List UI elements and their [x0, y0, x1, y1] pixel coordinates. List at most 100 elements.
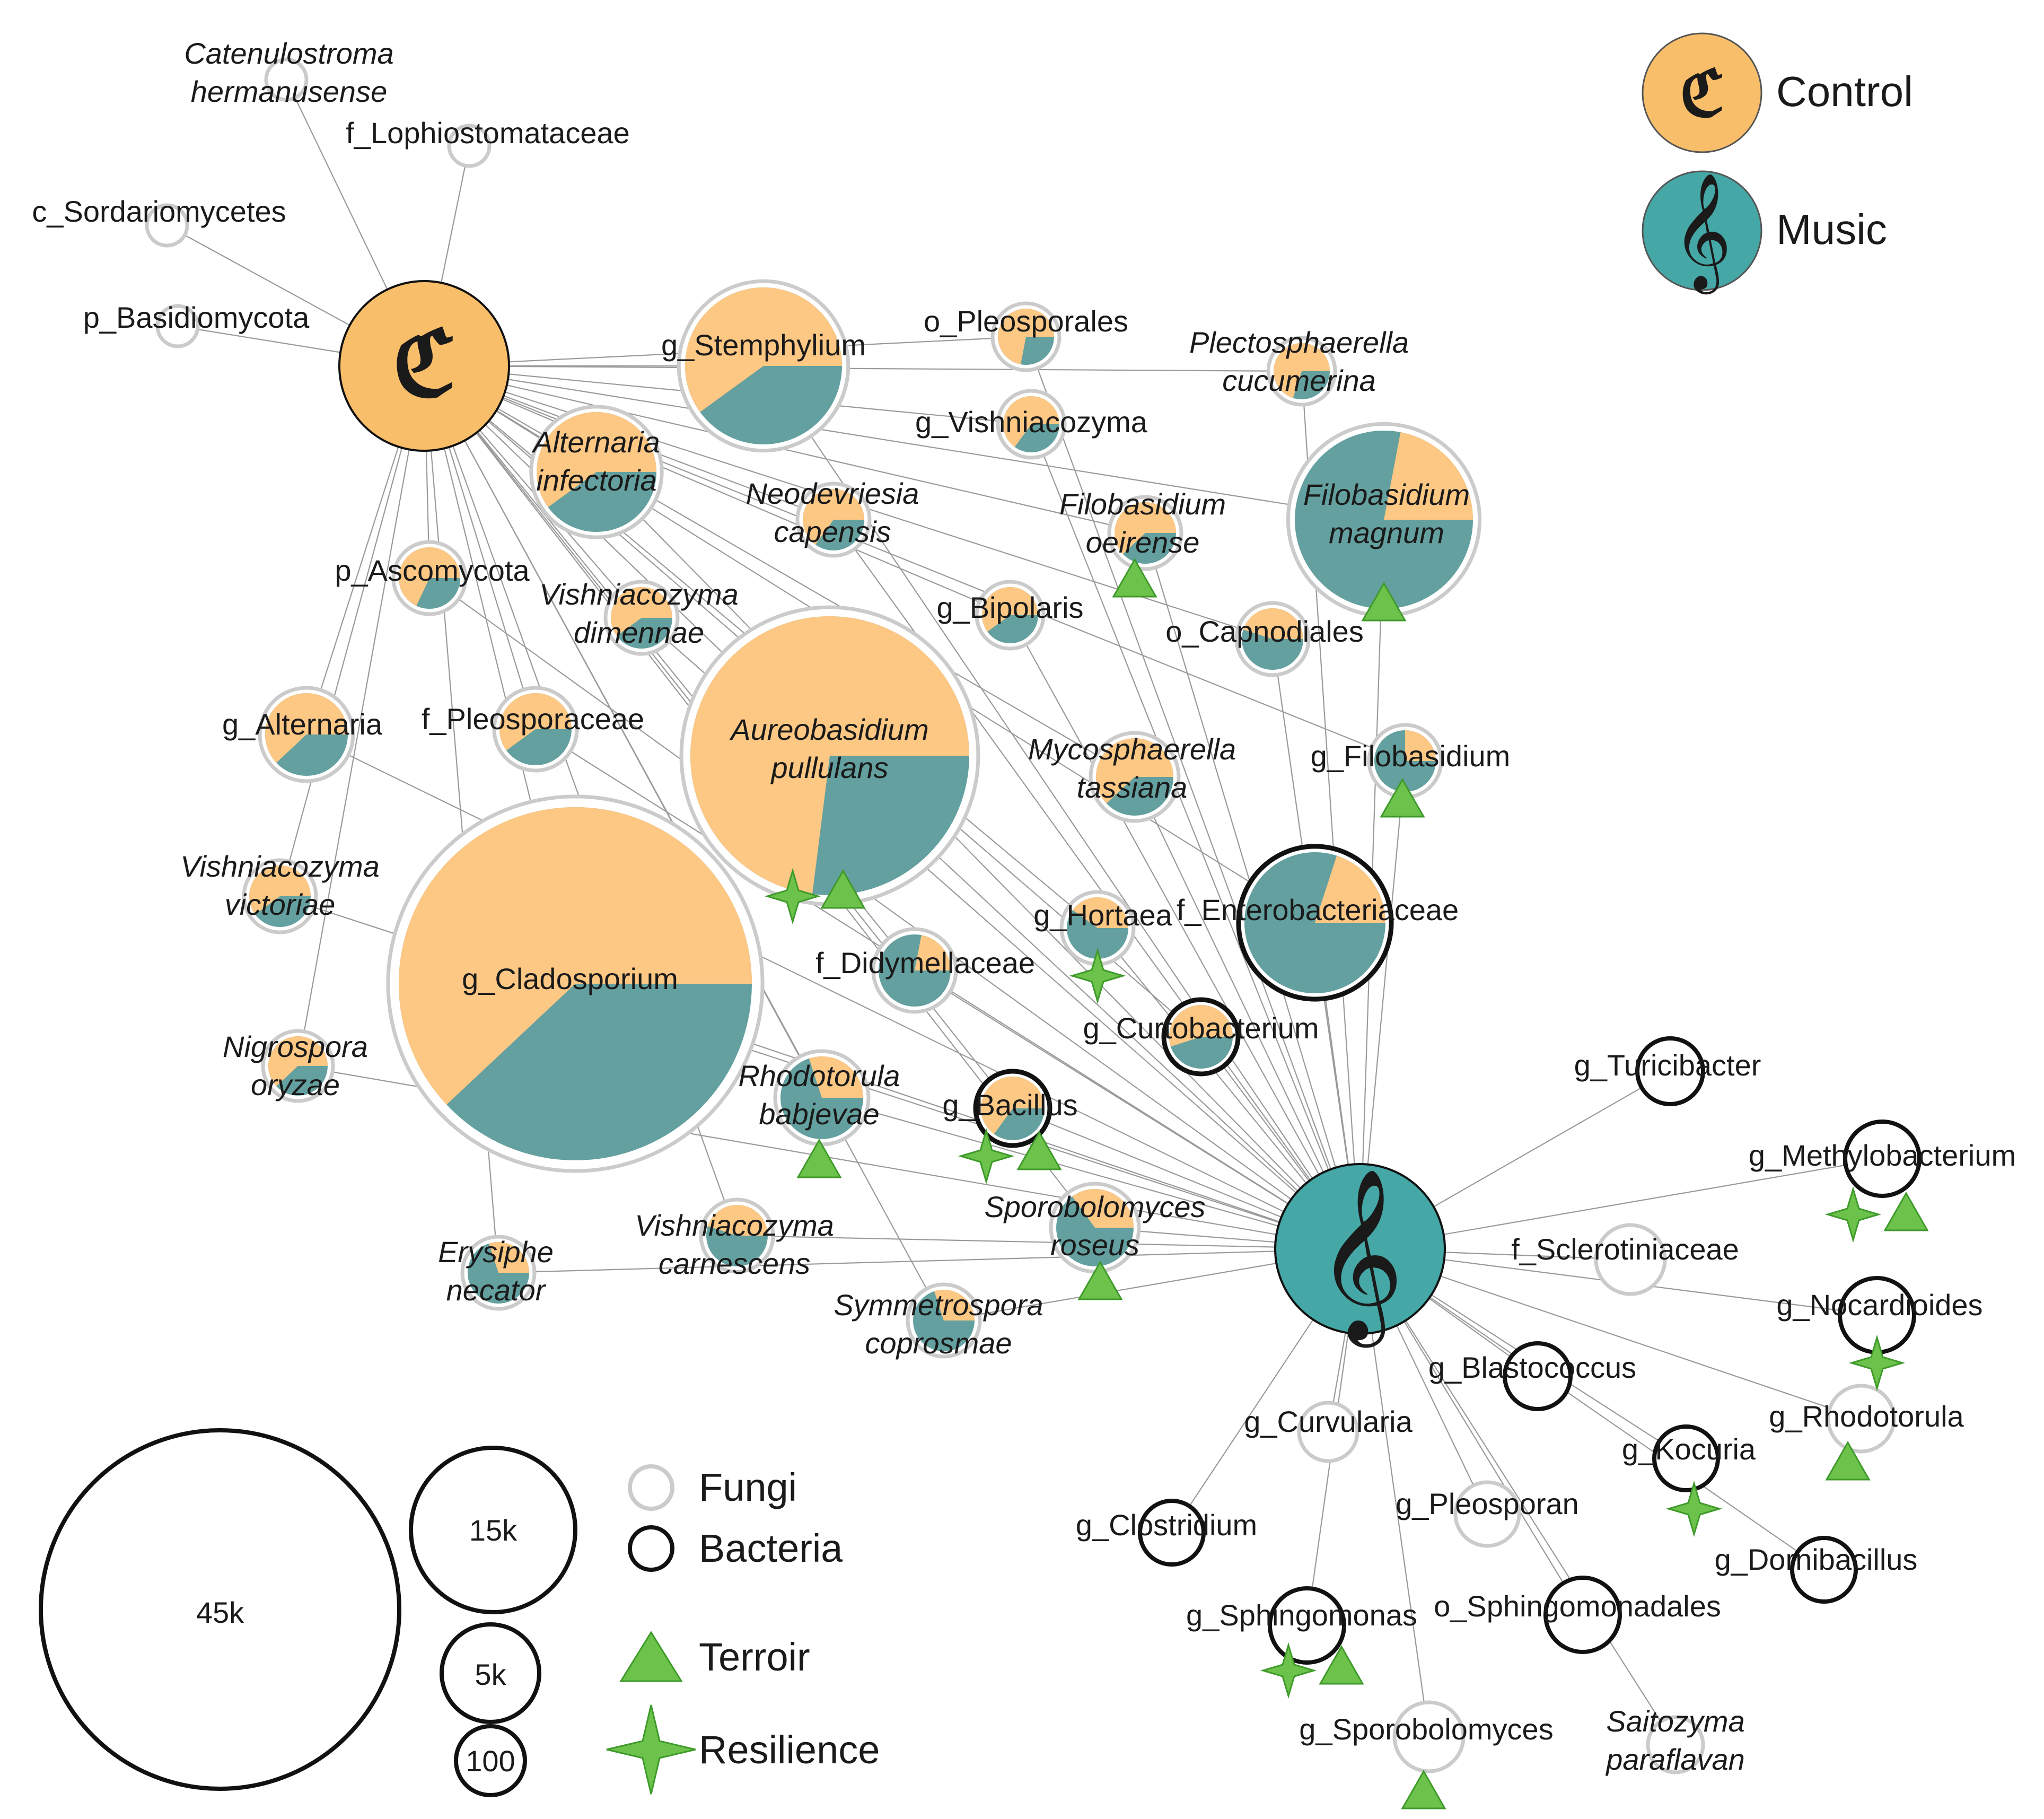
edge-music-p-ascomycota — [429, 578, 1361, 1249]
node-f-sclerotiniaceae — [1594, 1223, 1667, 1296]
label-line: Vishniacozyma — [180, 850, 380, 883]
node-ring — [1652, 1424, 1720, 1492]
label-g-pleosporan: g_Pleosporan — [1396, 1487, 1579, 1520]
label-line: capensis — [774, 515, 891, 548]
control-share-slice — [809, 1056, 863, 1098]
node-ring — [1826, 1384, 1896, 1454]
label-g-stemphylium: g_Stemphylium — [661, 328, 866, 362]
control-share-slice — [268, 1036, 328, 1087]
edge-music-erysiphe-necator — [498, 1248, 1361, 1274]
node-sporobolomyces-roseus — [1049, 1182, 1141, 1274]
label-line: hermanusense — [191, 75, 387, 108]
control-share-slice — [1274, 343, 1330, 398]
control-share-slice — [1384, 432, 1473, 520]
terroir-triangle-icon — [1319, 1645, 1364, 1685]
control-share-slice — [1073, 897, 1128, 928]
label-line: g_Pleosporan — [1396, 1487, 1579, 1520]
edge-layer — [166, 79, 1883, 1745]
resilience-star-icon — [1824, 1186, 1882, 1243]
label-g-sporobolomyces: g_Sporobolomyces — [1299, 1712, 1553, 1746]
label-g-curtobacterium: g_Curtobacterium — [1083, 1011, 1319, 1045]
control-share-slice — [981, 1077, 1045, 1134]
control-share-slice — [1315, 855, 1385, 923]
node-c-sordariomycetes — [145, 203, 189, 248]
label-line: tassiana — [1077, 771, 1188, 804]
label-line: victoriae — [225, 888, 336, 921]
label-p-ascomycota: p_Ascomycota — [335, 554, 530, 587]
edge-control-g-bipolaris — [424, 365, 1011, 616]
resilience-legend-label: Resilience — [699, 1728, 880, 1772]
node-vishniacozyma-dimennae — [603, 580, 680, 656]
node-g-pleosporan — [1453, 1480, 1521, 1548]
label-g-sphingomonas: g_Sphingomonas — [1186, 1598, 1417, 1632]
control-hub: ℭ — [338, 280, 510, 452]
star-legend-icon — [606, 1704, 696, 1795]
legend-control-symbol: ℭ — [1680, 56, 1724, 131]
control-share-slice — [611, 587, 672, 636]
label-line: Saitozyma — [1606, 1704, 1744, 1738]
label-line: g_Clostridium — [1076, 1508, 1257, 1542]
node-f-enterobacteriaceae — [1236, 844, 1394, 1002]
label-line: p_Ascomycota — [335, 554, 530, 587]
node-ring — [145, 203, 189, 248]
control-share-slice — [1169, 1005, 1233, 1047]
label-line: g_Turicibacter — [1574, 1048, 1761, 1082]
control-share-slice — [536, 412, 656, 508]
node-ring — [1843, 1120, 1922, 1198]
edge-music-f-didymellaceae — [914, 970, 1361, 1249]
node-o-pleosporales — [990, 301, 1062, 372]
label-g-nocardioides: g_Nocardioides — [1776, 1288, 1982, 1322]
edge-music-alternaria-infectoria — [596, 471, 1361, 1249]
terroir-triangle-icon — [1380, 777, 1425, 818]
edge-music-g-methylobacterium — [1359, 1158, 1883, 1250]
label-line: g_Curtobacterium — [1083, 1011, 1319, 1045]
node-vishniacozyma-victoriae — [242, 858, 318, 934]
control-share-slice — [707, 1205, 768, 1236]
type-legend: Fungi Bacteria Terroir Resilience — [606, 1464, 880, 1795]
size-legend-label-100: 100 — [466, 1744, 515, 1778]
label-line: dimennae — [574, 616, 704, 649]
label-line: Filobasidium — [1303, 478, 1470, 511]
terroir-triangle-icon — [820, 869, 866, 909]
node-ring — [1453, 1480, 1521, 1548]
control-share-slice — [265, 693, 348, 763]
label-line: Filobasidium — [1059, 487, 1226, 521]
node-ring — [1646, 1715, 1705, 1774]
node-g-kocuria — [1652, 1424, 1720, 1492]
label-line: Catenulostroma — [184, 37, 393, 70]
label-line: g_Stemphylium — [661, 328, 866, 362]
terroir-triangle-icon — [1361, 581, 1407, 622]
control-share-slice — [915, 935, 951, 970]
node-f-didymellaceae — [871, 927, 958, 1014]
label-vishniacozyma-dimennae: Vishniacozyma dimennae — [539, 578, 739, 649]
label-g-vishniacozyma: g_Vishniacozyma — [915, 405, 1148, 439]
label-f-sclerotiniaceae: f_Sclerotiniaceae — [1511, 1232, 1739, 1266]
control-share-slice — [1243, 608, 1303, 639]
label-line: g_Filobasidium — [1311, 739, 1511, 773]
control-share-slice — [1405, 730, 1436, 761]
label-line: paraflavan — [1605, 1743, 1745, 1776]
edge-music-o-pleosporales — [1025, 336, 1361, 1249]
size-legend-label-45k: 45k — [196, 1596, 244, 1629]
node-mycosphaerella-tassiana — [1089, 731, 1181, 823]
label-line: o_Pleosporales — [924, 304, 1128, 338]
edge-music-vishniacozyma-carnescens — [736, 1235, 1361, 1250]
control-share-slice — [1072, 1189, 1134, 1228]
node-g-curvularia — [1297, 1401, 1359, 1463]
label-g-blastococcus: g_Blastococcus — [1428, 1351, 1636, 1384]
label-line: Neodevriesia — [746, 477, 919, 510]
resilience-star-icon — [1069, 947, 1126, 1004]
label-line: Vishniacozyma — [539, 578, 739, 611]
terroir-triangle-icon — [1825, 1440, 1871, 1481]
node-p-ascomycota — [391, 540, 468, 616]
label-g-bipolaris: g_Bipolaris — [936, 591, 1083, 624]
resilience-star-icon — [764, 868, 821, 925]
label-f-enterobacteriaceae: f_Enterobacteriaceae — [1177, 893, 1459, 926]
node-g-blastococcus — [1503, 1341, 1573, 1411]
label-line: g_Nocardioides — [1776, 1288, 1982, 1322]
